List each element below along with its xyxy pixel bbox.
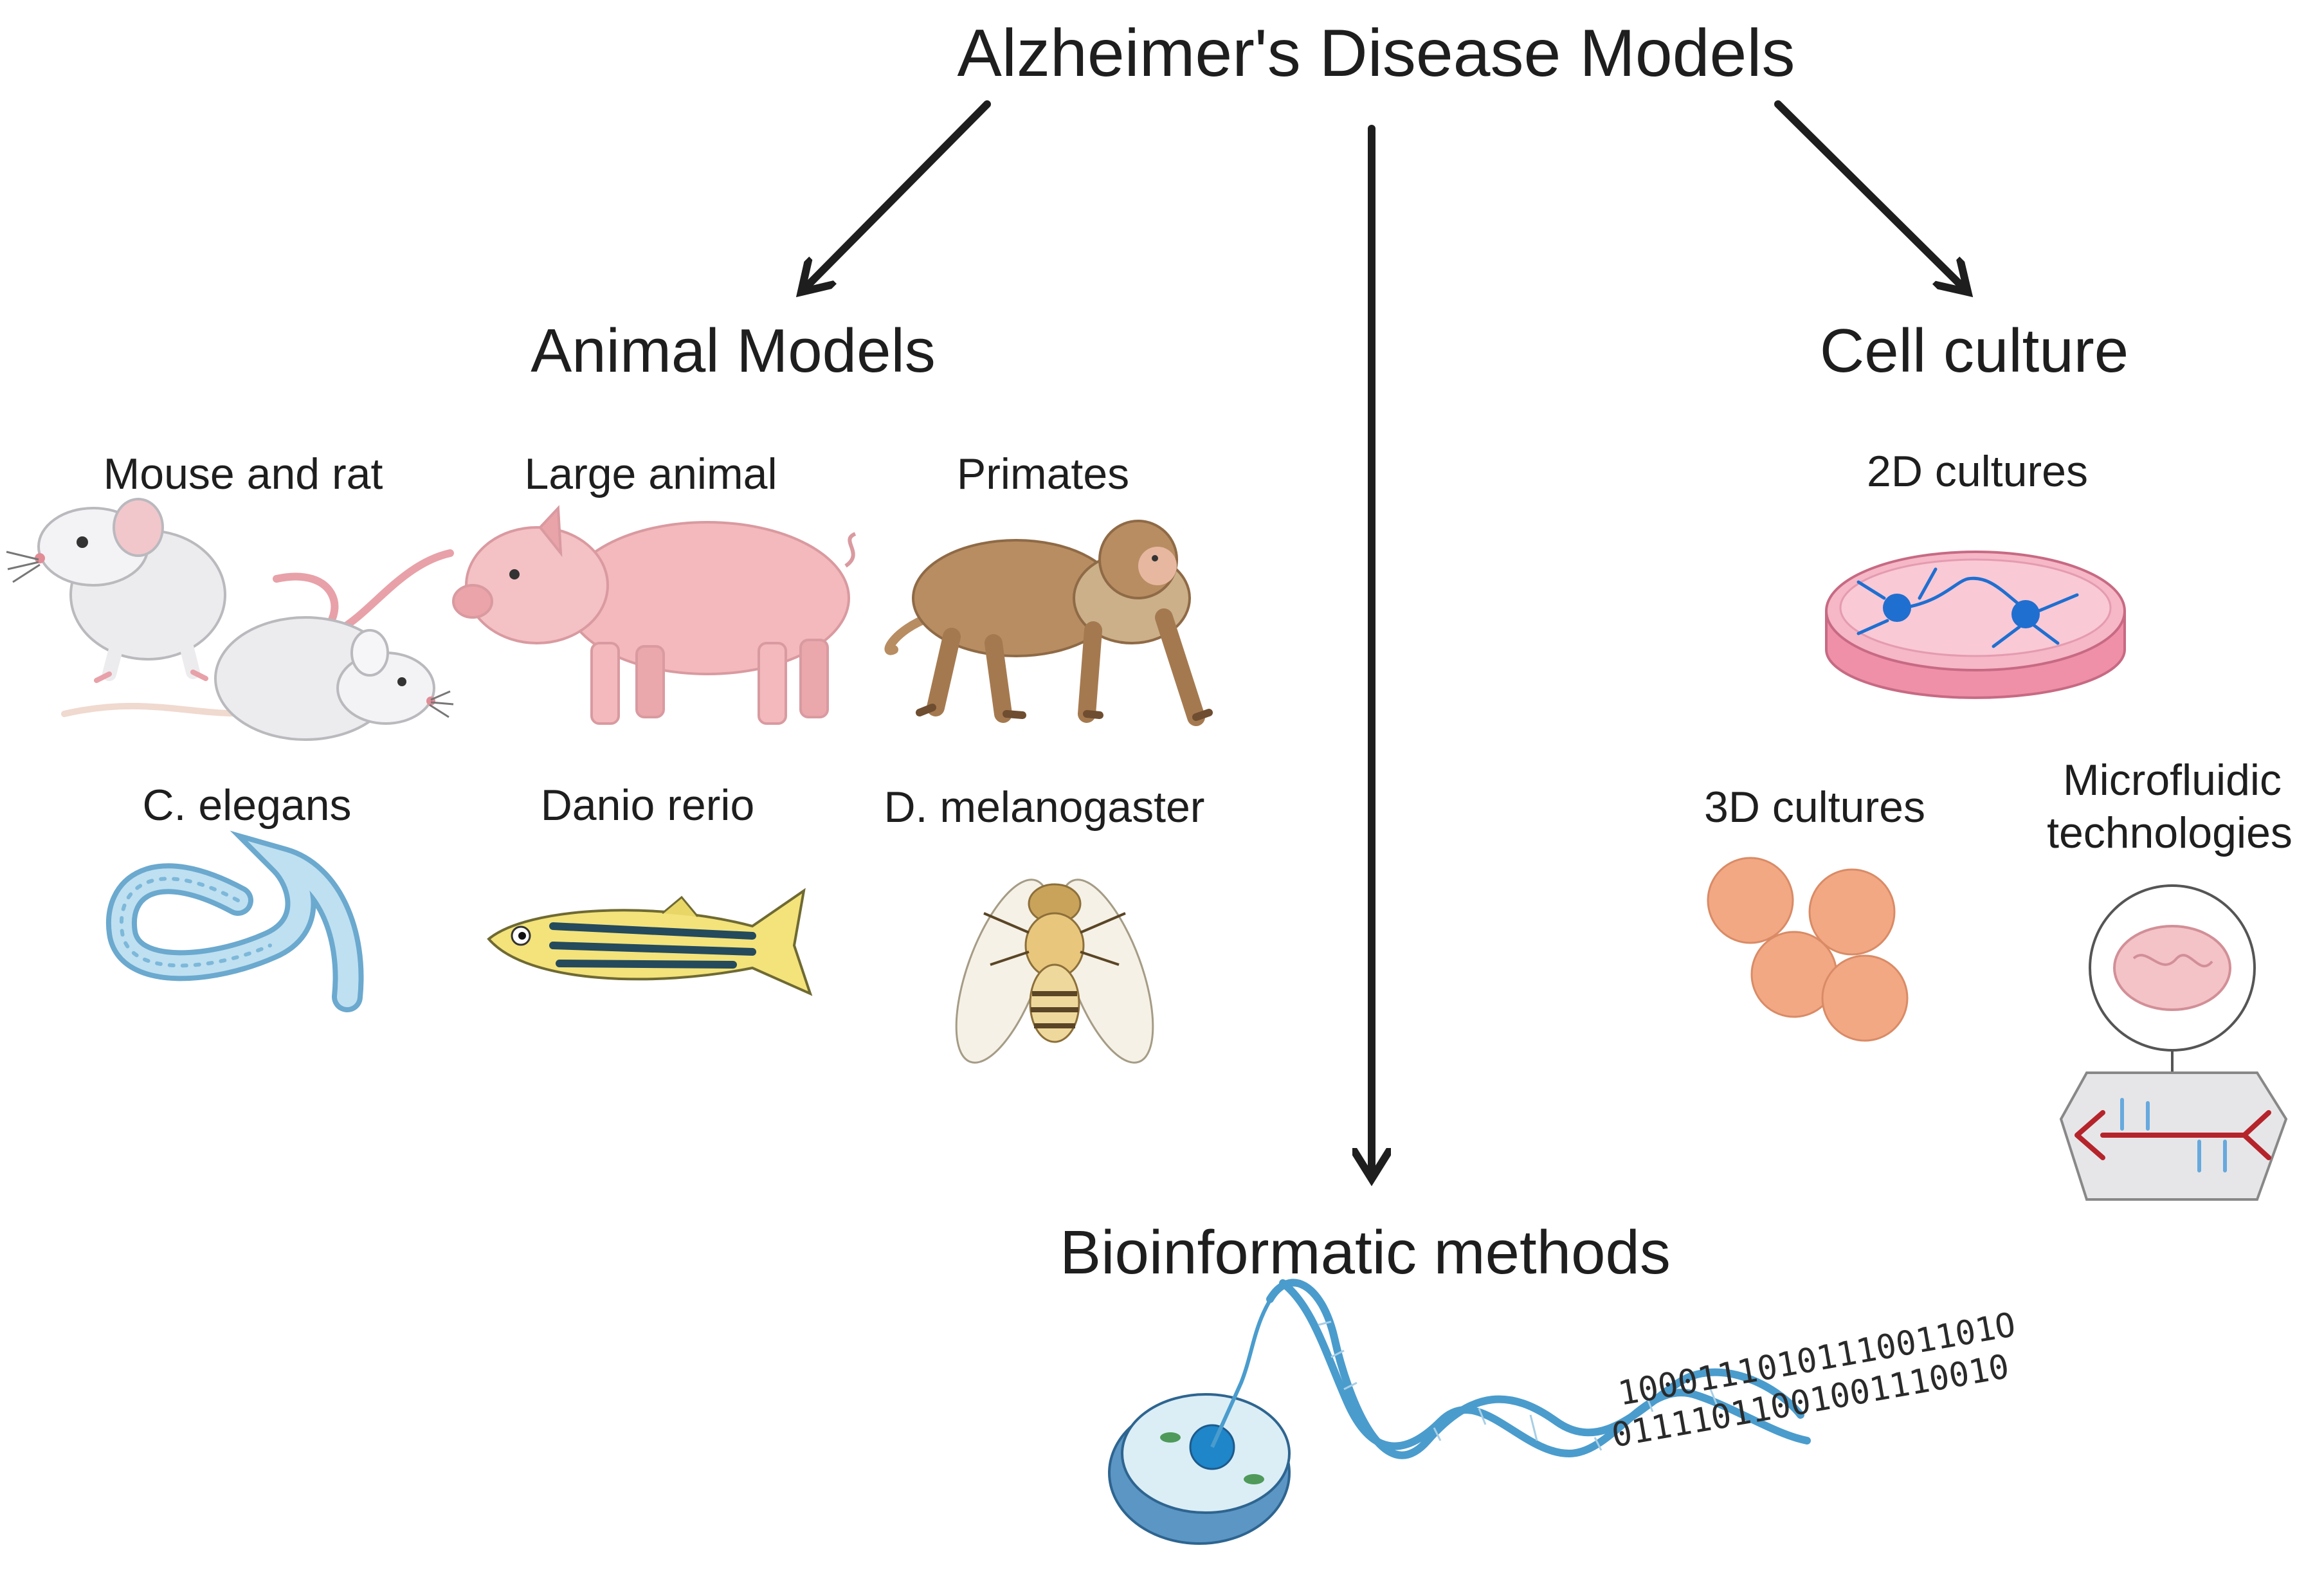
heading-animal-models: Animal Models <box>531 316 936 385</box>
arrow-to-animal-models <box>803 100 991 291</box>
monkey-illustration <box>884 520 1213 726</box>
c-elegans-illustration <box>105 830 364 1012</box>
label-danio-rerio: Danio rerio <box>541 781 755 830</box>
spheroids-illustration <box>1707 857 1909 1042</box>
heading-cell-culture: Cell culture <box>1820 316 2129 385</box>
label-2d-cultures: 2D cultures <box>1867 447 2088 496</box>
zebrafish-illustration <box>487 888 813 996</box>
label-c-elegans: C. elegans <box>142 781 351 830</box>
arrows <box>803 100 1966 1177</box>
petri-dish-illustration <box>1825 551 2126 699</box>
arrow-to-cell-culture <box>1774 100 1966 291</box>
pig-illustration <box>452 505 857 725</box>
label-large-animal: Large animal <box>524 450 777 498</box>
diagram-title: Alzheimer's Disease Models <box>958 16 1795 91</box>
microfluidic-chip-illustration <box>2059 884 2288 1201</box>
label-primates: Primates <box>957 450 1129 498</box>
label-microfluidic: Microfluidic <box>2063 756 2282 805</box>
heading-bioinformatic-methods: Bioinformatic methods <box>1060 1218 1671 1287</box>
label-3d-cultures: 3D cultures <box>1704 783 1925 832</box>
label-technologies: technologies <box>2047 808 2292 857</box>
label-d-melanogaster: D. melanogaster <box>884 783 1205 832</box>
label-mouse-and-rat: Mouse and rat <box>104 450 383 498</box>
mouse-and-rat-illustration <box>6 498 454 741</box>
fruit-fly-illustration <box>955 879 1154 1064</box>
cell-dna-binary-illustration: 1000111010111001101O 0111101100100111001… <box>1108 1279 2019 1545</box>
